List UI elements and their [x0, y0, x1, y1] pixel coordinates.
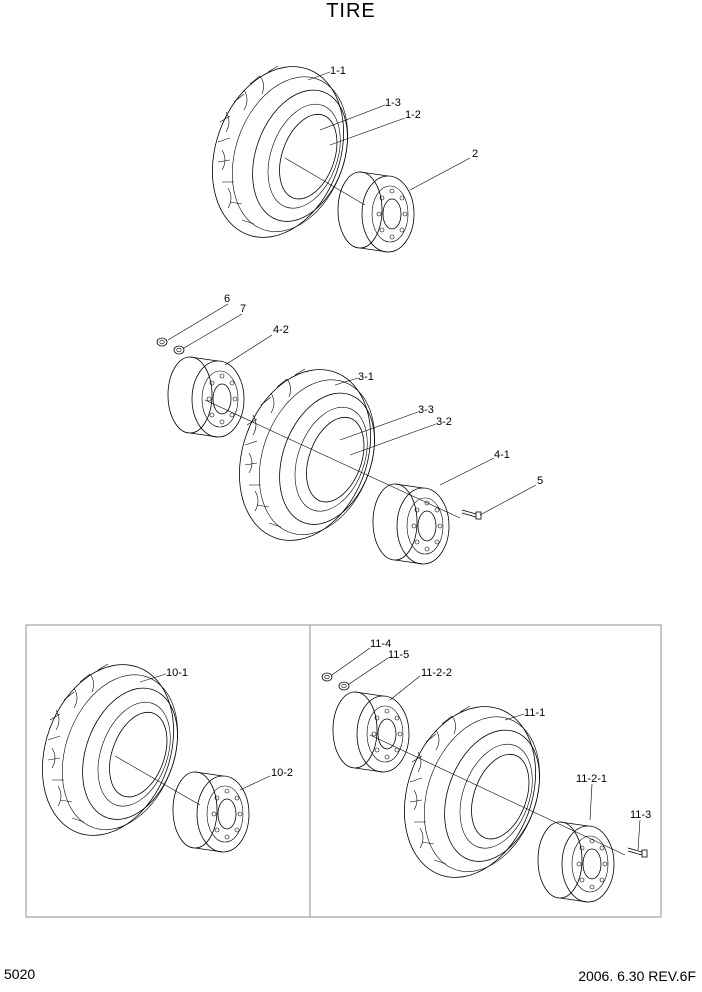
wheel-rim-4-2	[167, 356, 245, 438]
callout-2: 2	[472, 148, 478, 160]
callout-11-2-2: 11-2-2	[421, 667, 452, 679]
revision-date: 2006. 6.30 REV.6F	[578, 968, 696, 984]
callout-3-2: 3-2	[436, 416, 452, 428]
nut-6	[156, 337, 168, 347]
callout-3-1: 3-1	[358, 371, 374, 383]
washer-11-5	[338, 681, 350, 691]
nut-11-4	[321, 672, 333, 682]
callout-11-2-1: 11-2-1	[576, 773, 607, 785]
wheel-rim-4-1	[372, 483, 450, 565]
page-number: 5020	[4, 966, 36, 982]
callout-10-1: 10-1	[166, 667, 188, 679]
callout-1-1: 1-1	[330, 65, 346, 77]
callout-7: 7	[240, 303, 246, 315]
callout-1-2: 1-2	[405, 109, 421, 121]
callout-11-4: 11-4	[370, 638, 391, 650]
tire-1-1	[189, 47, 369, 257]
callout-3-3: 3-3	[418, 404, 434, 416]
assembly-group-bottom-left: 10-1 10-2	[19, 645, 293, 855]
callout-5: 5	[537, 475, 543, 487]
callout-4-2: 4-2	[273, 324, 289, 336]
assembly-group-top: 1-1 1-3 1-2 2	[189, 47, 478, 257]
wheel-rim-2	[337, 171, 415, 253]
wheel-rim-10-2	[172, 771, 250, 853]
assembly-group-middle: 6 7 4-2 3-1 3-3 3-2 4-1 5	[156, 293, 543, 565]
wheel-rim-11-2-2	[332, 691, 410, 773]
callout-11-3: 11-3	[630, 809, 651, 821]
wheel-rim-11-2-1	[537, 821, 615, 903]
washer-7	[173, 345, 185, 355]
callout-1-3: 1-3	[385, 97, 401, 109]
callout-11-5: 11-5	[388, 649, 409, 661]
bottom-variant-frame	[25, 624, 662, 918]
callout-10-2: 10-2	[271, 767, 293, 779]
callout-6: 6	[224, 293, 230, 305]
tire-11-1	[381, 687, 561, 897]
callout-11-1: 11-1	[524, 707, 545, 719]
bolt-5	[461, 509, 482, 520]
callout-4-1: 4-1	[494, 449, 510, 461]
page-title: TIRE	[326, 0, 376, 22]
assembly-group-bottom-right: 11-4 11-5 11-2-2 11-1 11-2-1 11-3	[321, 638, 651, 903]
bolt-11-3	[627, 847, 648, 858]
